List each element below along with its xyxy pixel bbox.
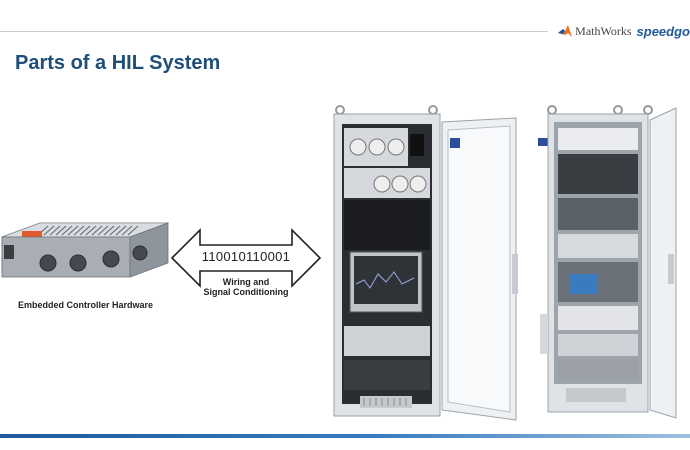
- slide-title: Parts of a HIL System: [15, 52, 221, 74]
- wiring-label-line2: Signal Conditioning: [203, 287, 289, 297]
- footer-bar: [0, 434, 690, 438]
- wiring-label-line1: Wiring and: [222, 277, 270, 287]
- wiring-label: Wiring and Signal Conditioning: [170, 277, 322, 297]
- hil-cabinet-wiring-image: [538, 105, 677, 419]
- brand-company: MathWorks: [575, 23, 632, 38]
- controller-label: Embedded Controller Hardware: [18, 300, 154, 310]
- binary-data-label: 110010110001: [201, 249, 291, 264]
- hil-cabinet-front-image: [333, 105, 518, 421]
- header-rule: [0, 31, 548, 32]
- brand-logo-group: MathWorks speedgo: [558, 22, 690, 40]
- embedded-controller-image: [1, 222, 169, 278]
- brand-product: speedgo: [636, 23, 690, 39]
- double-headed-arrow-icon: [170, 228, 322, 288]
- mathworks-logo-icon: [558, 25, 573, 37]
